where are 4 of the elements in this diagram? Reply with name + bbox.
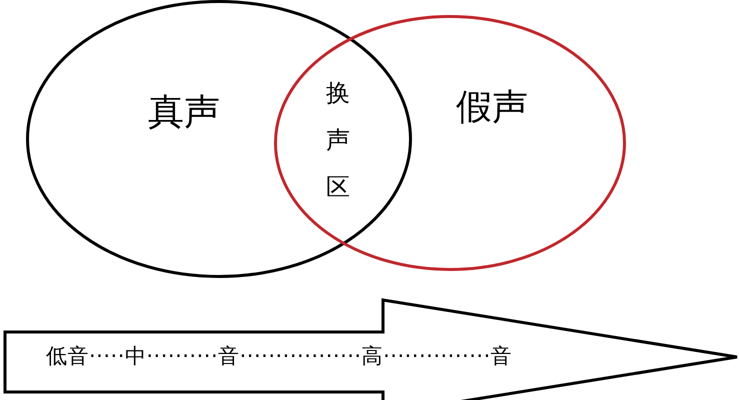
- region-label: 真声: [148, 91, 220, 135]
- region-label: 换声区: [326, 78, 351, 203]
- scale-label: 低音·····中··········音·················高···············音: [46, 343, 512, 370]
- region-label: 假声: [456, 86, 528, 130]
